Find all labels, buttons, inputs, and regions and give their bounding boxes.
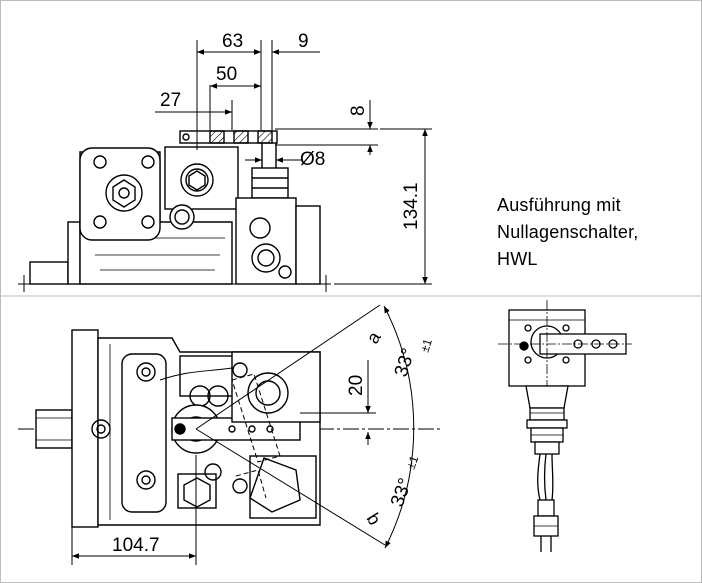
angle-bottom-tolerance: ±1 <box>404 453 422 471</box>
angle-top-tolerance: ±1 <box>418 337 436 354</box>
hwl-caption: Ausführung mit Nullagenschalter, HWL <box>497 192 639 273</box>
caption-line-3: HWL <box>497 249 538 269</box>
dim-63: 63 <box>222 31 243 52</box>
caption-line-1: Ausführung mit <box>497 195 621 215</box>
bottom-view <box>18 329 440 528</box>
angle-bottom: 33° <box>387 476 417 510</box>
top-view <box>18 130 332 292</box>
dim-20: 20 <box>346 375 367 396</box>
dim-27: 27 <box>160 90 181 111</box>
caption-line-2: Nullagenschalter, <box>497 222 639 242</box>
bottom-dimensions <box>71 304 415 565</box>
hwl-detail <box>498 300 632 552</box>
dim-50: 50 <box>216 64 237 85</box>
dim-134: 134.1 <box>401 182 422 230</box>
dim-104: 104.7 <box>112 535 160 556</box>
dim-diameter-8: Ø8 <box>300 149 325 170</box>
dim-8: 8 <box>348 105 369 116</box>
label-a: a <box>362 327 385 347</box>
dim-9: 9 <box>298 31 309 52</box>
label-b: b <box>363 510 385 529</box>
top-dimensions <box>155 40 432 285</box>
angle-top: 33° <box>391 346 420 380</box>
